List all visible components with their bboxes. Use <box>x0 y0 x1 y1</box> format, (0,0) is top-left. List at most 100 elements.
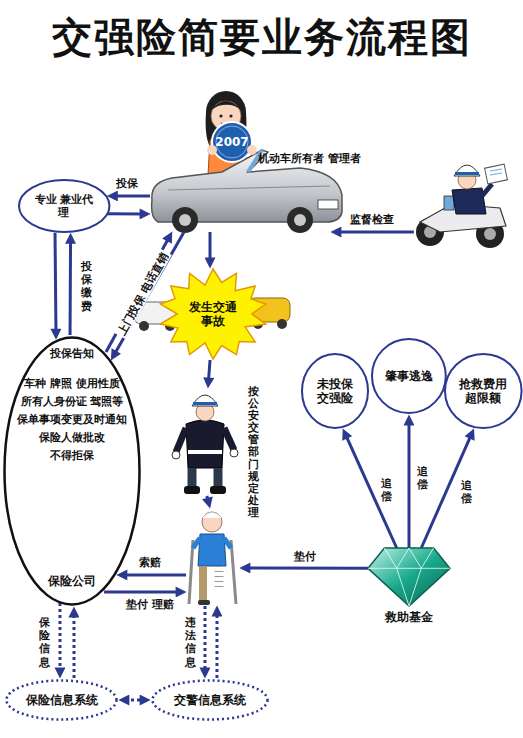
car-illustration-part <box>294 214 306 226</box>
rescue-fund-gem-text: 救助基金 <box>385 610 433 624</box>
flow-arrow <box>407 421 410 548</box>
motorcycle-police <box>416 164 507 248</box>
traffic-police-figure-part <box>188 450 222 454</box>
flow-arrow <box>125 699 144 702</box>
edge-label: 垫付 理赔 <box>124 598 176 611</box>
flow-arrow <box>106 212 144 215</box>
car-owner-figure-part <box>219 114 222 117</box>
flow-arrow <box>246 566 368 569</box>
info-system-ellipse-text: 交警信息系统 <box>174 693 246 707</box>
car-owner-figure-part <box>229 114 232 117</box>
traffic-police-figure-part <box>186 420 224 468</box>
traffic-police-figure-part <box>192 468 218 488</box>
ellipse-outline <box>445 354 522 428</box>
recovery-circle-text: 肇事逃逸 <box>385 369 433 383</box>
flow-arrow <box>345 434 396 548</box>
injured-person-figure-part <box>202 512 222 518</box>
insurer-ellipse-text: 保险公司 <box>48 574 96 588</box>
edge-label: 上门投保 电话直销 <box>114 249 172 339</box>
edge-label: 投保 <box>114 177 140 190</box>
car-illustration-part <box>318 200 338 209</box>
agent-ellipse: 专业 兼业代理 <box>17 178 111 234</box>
patrol-police-outline <box>412 148 507 248</box>
car-illustration-part <box>287 207 313 233</box>
edge-label: 追偿 <box>415 465 430 491</box>
motorcycle-police-part <box>484 228 496 240</box>
gem-facet <box>384 548 396 568</box>
car-illustration-part <box>179 214 191 226</box>
traffic-police-figure-part <box>224 428 234 450</box>
injured-person-figure-part <box>202 512 222 532</box>
car-illustration-part <box>216 126 248 158</box>
injured-person-figure-part <box>198 600 210 605</box>
injured-person-figure-part <box>198 534 226 566</box>
injured-person-outline <box>183 508 243 606</box>
crashed-cars <box>134 298 290 331</box>
flow-arrow <box>215 612 218 678</box>
traffic-police-figure-part <box>184 486 200 494</box>
gem-facet <box>397 568 409 606</box>
flow-arrow <box>207 496 209 502</box>
traffic-police-figure-part <box>210 486 226 494</box>
injured-person-figure-part <box>215 566 224 590</box>
flow-arrow <box>123 573 186 576</box>
info-system-ellipse: 保险信息系统 <box>4 678 119 722</box>
ellipse-outline <box>5 338 140 605</box>
edge-label: 保险信息 <box>37 616 52 669</box>
gem-outline <box>368 548 450 606</box>
flow-arrow <box>203 606 206 672</box>
car-illustration-part <box>168 186 330 190</box>
burst-outline <box>160 269 265 359</box>
car-illustration-part <box>212 122 252 162</box>
ellipse-outline <box>19 180 109 232</box>
crashed-cars-part <box>277 319 287 329</box>
flow-arrow <box>208 360 210 382</box>
flow-arrow <box>104 590 180 593</box>
injured-person-figure-part <box>193 538 231 548</box>
ellipse-outline <box>153 681 268 720</box>
recovery-circle-text: 抢救费用超限额 <box>458 377 508 406</box>
ellipse-outline <box>302 354 368 428</box>
motorcycle-police-part <box>485 164 508 184</box>
car-illustration <box>152 122 342 233</box>
recovery-circle: 肇事逃逸 <box>370 337 448 415</box>
recovery-circle-text: 未投保交强险 <box>315 377 355 406</box>
rescue-fund-gem-outline <box>368 548 450 606</box>
insurer-ellipse-text: 车种 牌照 使用性质 <box>24 377 120 390</box>
diagram-title: 交强险简要业务流程图 <box>0 10 523 65</box>
vehicle-owner-text: 机动车所有者 管理者 <box>258 152 361 165</box>
rescue-fund-gem: 救助基金 <box>368 548 450 606</box>
traffic-police: 按公安交管部门规定处理 <box>168 388 240 496</box>
insurer-ellipse-text: 保单事项变更及时通知 <box>17 413 127 426</box>
motorcycle-police-part <box>482 184 492 196</box>
flow-arrow <box>337 231 414 234</box>
gem-facet <box>397 548 409 568</box>
accident-burst-text: 发生交通事故 <box>187 300 239 329</box>
flow-arrow <box>113 194 150 197</box>
sticker-year: 2007 <box>215 135 248 149</box>
info-system-ellipse: 交警信息系统 <box>150 678 270 722</box>
traffic-police-text: 按公安交管部门规定处理 <box>248 386 259 519</box>
car-owner-figure-part <box>211 101 241 110</box>
edge-label: 监督检查 <box>348 213 396 226</box>
traffic-police-figure <box>172 395 238 494</box>
traffic-police-figure-part <box>192 395 218 406</box>
info-system-ellipse-text: 保险信息系统 <box>26 693 98 707</box>
traffic-police-figure-part <box>176 428 186 452</box>
gem-facet <box>421 548 433 568</box>
traffic-police-figure-part <box>172 451 180 459</box>
flow-arrow <box>72 613 75 678</box>
injured-person-figure-part <box>215 566 224 590</box>
traffic-police-outline <box>168 388 240 496</box>
car-illustration-part <box>172 207 198 233</box>
gem-facet <box>368 568 450 569</box>
insurer-ellipse-outline <box>2 335 142 607</box>
injured-person-figure-part <box>199 566 207 602</box>
insurer-ellipse: 投保告知车种 牌照 使用性质所有人身份证 驾照等保单事项变更及时通知保险人做批改… <box>2 335 142 607</box>
edge-label: 追偿 <box>379 477 394 503</box>
motorcycle-police-part <box>455 172 479 175</box>
motorcycle-police-part <box>452 188 486 214</box>
traffic-police-figure-part <box>193 402 217 405</box>
flow-arrow <box>209 232 212 262</box>
